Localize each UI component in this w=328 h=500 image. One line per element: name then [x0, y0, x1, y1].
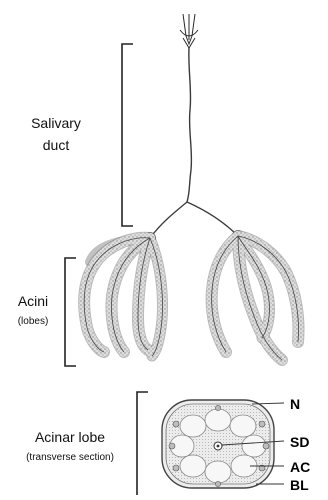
acini-left	[84, 238, 162, 356]
label-salivary-line2: duct	[43, 137, 70, 153]
label-acinar-line1: Acinar lobe	[35, 429, 105, 445]
salivary-duct	[187, 48, 191, 202]
label-n: N	[290, 396, 300, 412]
acinar-section	[162, 400, 274, 488]
bracket-salivary	[122, 44, 133, 226]
acini-right	[212, 236, 299, 360]
label-acinar-line2: (transverse section)	[26, 452, 114, 463]
label-sd: SD	[290, 434, 309, 450]
label-acini-line2: (lobes)	[18, 316, 49, 327]
label-acini-line1: Acini	[18, 293, 48, 309]
bracket-acinar-lobe	[137, 392, 148, 495]
duct-branches	[150, 202, 238, 238]
duct-tip-icon	[180, 14, 198, 48]
label-bl: BL	[290, 477, 309, 493]
label-ac: AC	[290, 459, 310, 475]
bracket-acini	[65, 258, 76, 366]
label-salivary-line1: Salivary	[31, 115, 81, 131]
